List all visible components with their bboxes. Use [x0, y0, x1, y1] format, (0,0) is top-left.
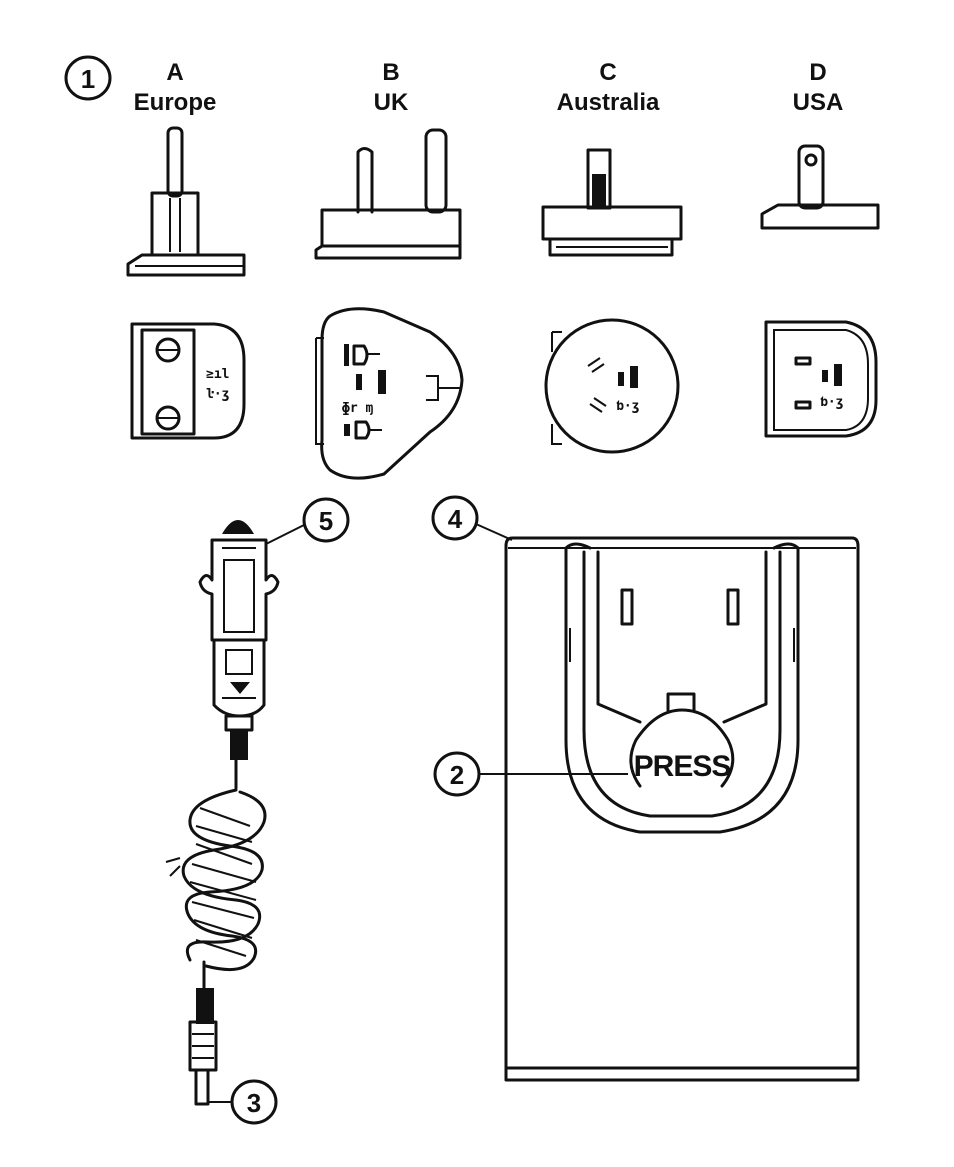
plug-c-caption: C Australia [557, 59, 660, 116]
plug-a-side-view [126, 126, 246, 277]
plug-d-caption: D USA [793, 59, 844, 116]
car-adapter [198, 520, 280, 790]
svg-text:ŀ·ʒ: ŀ·ʒ [206, 387, 230, 402]
plug-d-face-view: ƅ·ʒ [764, 320, 878, 438]
callout-3: 3 [208, 1079, 278, 1125]
press-button-label: PRESS [634, 750, 731, 783]
plug-c-face-view: ƅ·ʒ [544, 318, 680, 454]
svg-text:ɸr ɱ: ɸr ɱ [342, 401, 373, 416]
coiled-cable [165, 788, 267, 992]
plug-b-side-view [314, 128, 462, 260]
plug-b-letter: B [382, 59, 399, 86]
charger-body: PRESS [504, 536, 860, 1082]
callout-4-label: 4 [448, 504, 463, 534]
plug-d-side-view [760, 144, 880, 230]
callout-1-label: 1 [81, 64, 95, 94]
svg-text:≥ıl: ≥ıl [206, 367, 229, 382]
callout-3-label: 3 [247, 1088, 261, 1118]
svg-text:ƅ·ʒ: ƅ·ʒ [616, 399, 640, 414]
plug-a-caption: A Europe [134, 59, 217, 116]
callout-5: 5 [265, 497, 350, 545]
callout-2: 2 [433, 751, 628, 797]
callout-5-label: 5 [319, 506, 333, 536]
plug-a-region: Europe [134, 89, 217, 116]
callout-4: 4 [431, 495, 513, 541]
dc-plug [188, 988, 218, 1106]
plug-c-letter: C [599, 59, 616, 86]
callout-1: 1 [64, 55, 112, 101]
svg-text:ƅ·ʒ: ƅ·ʒ [820, 395, 844, 410]
plug-d-region: USA [793, 89, 844, 116]
plug-b-region: UK [374, 89, 409, 116]
plug-c-side-view [541, 148, 683, 257]
plug-b-caption: B UK [374, 59, 409, 116]
plug-a-letter: A [166, 59, 183, 86]
plug-a-face-view: ≥ıl ŀ·ʒ [130, 322, 246, 440]
plug-d-letter: D [809, 59, 826, 86]
callout-2-label: 2 [450, 760, 464, 790]
plug-b-face-view: ɸr ɱ [315, 307, 464, 480]
plug-c-region: Australia [557, 89, 660, 116]
